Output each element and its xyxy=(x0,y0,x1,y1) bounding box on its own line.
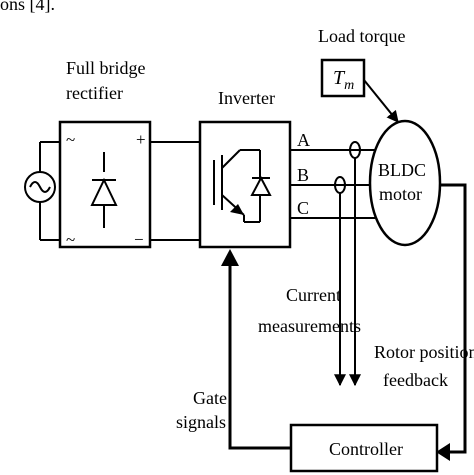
phase-b-label: B xyxy=(297,165,309,185)
rotor-feedback-arrowhead xyxy=(436,443,450,461)
rotor-label-line1: Rotor position xyxy=(374,342,474,362)
ac-source xyxy=(24,141,60,241)
phase-a-label: A xyxy=(297,130,310,150)
phase-c-label: C xyxy=(297,198,309,218)
gate-label-line2: signals xyxy=(176,412,226,432)
igbt-symbol xyxy=(213,149,272,223)
rectifier-title-line1: Full bridge xyxy=(66,58,146,78)
gate-signal-line xyxy=(228,265,291,450)
motor-label-line2: motor xyxy=(379,184,422,204)
gate-label-line1: Gate xyxy=(193,388,227,408)
rectifier-ac-bottom: ~ xyxy=(66,230,75,249)
load-torque-box xyxy=(320,58,366,98)
gate-signal-arrowhead xyxy=(221,249,239,266)
bldc-motor xyxy=(368,119,442,247)
rotor-feedback-line xyxy=(440,183,467,454)
caption-fragment: ons [4]. xyxy=(0,0,55,14)
rectifier-plus: + xyxy=(136,130,146,149)
current-label-line1: Current xyxy=(286,285,341,305)
inverter-title: Inverter xyxy=(218,88,275,108)
rectifier-title-line2: rectifier xyxy=(66,83,123,103)
controller-label: Controller xyxy=(329,439,403,459)
rectifier-ac-top: ~ xyxy=(66,130,75,149)
rotor-label-line2: feedback xyxy=(383,370,448,390)
rectifier-minus: − xyxy=(134,230,144,249)
load-torque-label: Load torque xyxy=(318,26,405,46)
diode-symbol xyxy=(90,152,118,228)
controller-box xyxy=(289,423,439,473)
current-label-line2: measurements xyxy=(258,316,361,336)
motor-label-line1: BLDC xyxy=(378,160,426,180)
load-torque-arrow xyxy=(363,79,399,123)
torque-symbol: Tm xyxy=(333,67,354,93)
